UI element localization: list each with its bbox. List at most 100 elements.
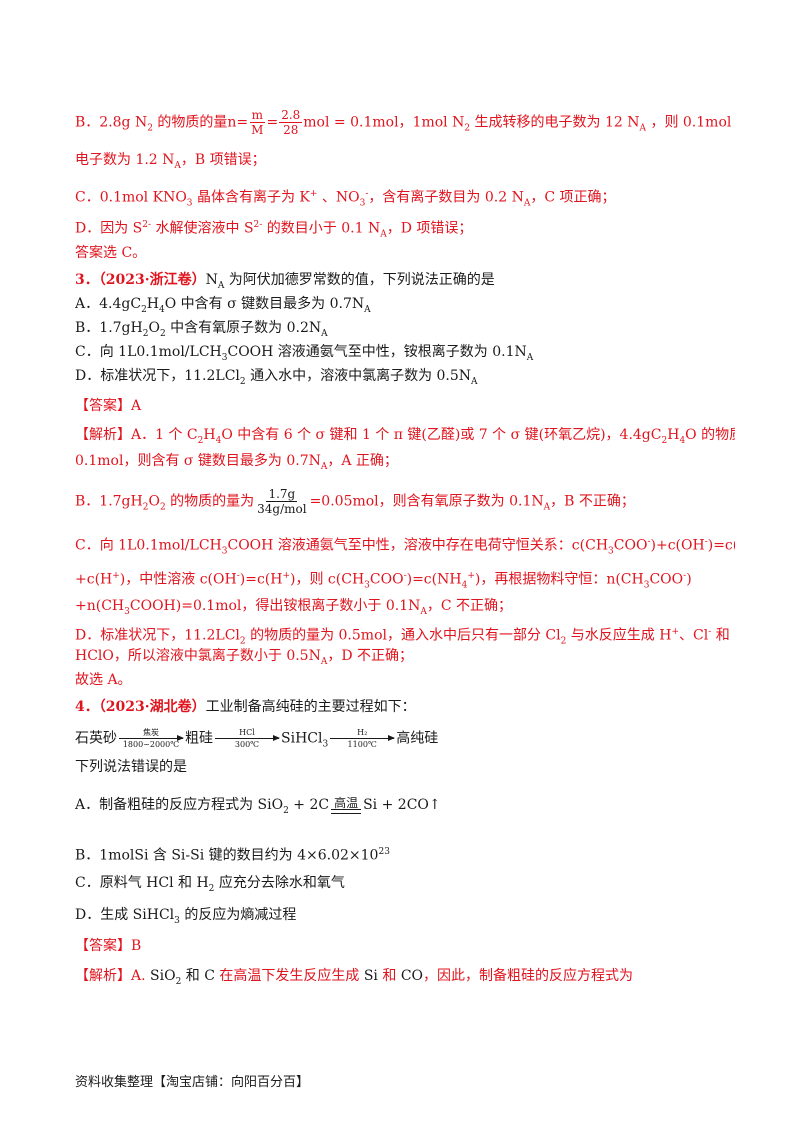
text-segment: 通入水中，溶液中氯离子数为 0.5N (245, 368, 472, 384)
text-line: C．0.1mol KNO3 晶体含有离子为 K+ 、NO3-，含有离子数目为 0… (75, 184, 735, 213)
text-segment: ，D 不正确； (327, 648, 414, 664)
text-segment: Si (363, 968, 378, 984)
text-segment: )，中性溶液 c(OH (119, 571, 237, 588)
text-segment: )=c(H (239, 571, 283, 588)
text-segment: 生成转移的电子数为 12 N (470, 114, 640, 131)
text-segment: A (420, 606, 427, 617)
text-segment: A (526, 352, 534, 363)
text-segment: 2 (560, 636, 567, 647)
text-segment: A (174, 160, 181, 171)
text-segment: C．向 1L0.1mol/LCH (75, 537, 222, 554)
text-segment: 为阿伏加德罗常数的值，下列说法正确的是 (224, 272, 495, 288)
text-line: 【答案】A (75, 396, 735, 416)
text-segment: SiHCl (281, 730, 323, 747)
text-segment: O 的物质的量为 (685, 427, 735, 443)
text-line: 答案选 C。 (75, 243, 735, 263)
text-segment: 粗硅 (185, 730, 213, 747)
text-segment: 2 (239, 636, 246, 647)
text-segment: 3 (174, 915, 180, 926)
text-segment: 3 (643, 580, 650, 591)
text-segment: 4 (679, 435, 686, 446)
text-segment: 的物质的量为 0.5mol，通入水中后只有一部分 Cl (245, 627, 561, 644)
text-segment: +n(CH (75, 598, 125, 614)
text-segment: 、Cl (679, 627, 709, 644)
text-line: D．标准状况下，11.2LCl2 的物质的量为 0.5mol，通入水中后只有一部… (75, 622, 735, 651)
text-segment: 2 (175, 976, 182, 987)
text-line: 4．（2023·湖北卷）工业制备高纯硅的主要过程如下： (75, 697, 735, 717)
text-segment: 高纯硅 (396, 730, 439, 747)
text-segment: 2- (253, 220, 263, 230)
text-segment: + (467, 571, 475, 581)
text-segment: A．制备粗硅的反应方程式为 SiO (75, 797, 284, 813)
text-segment: 2 (208, 883, 215, 894)
text-segment: 水解使溶液中 S (151, 220, 254, 237)
text-segment: D．标准状况下，11.2LCl (75, 627, 240, 644)
text-line: A．4.4gC2H4O 中含有 σ 键数目最多为 0.7NA (75, 294, 735, 320)
text-segment: 3．（2023·浙江卷） (75, 272, 206, 288)
text-segment: 2 (661, 435, 668, 446)
text-segment: - (403, 571, 407, 581)
text-line: D．因为 S2- 水解使溶液中 S2- 的数目小于 0.1 NA，D 项错误； (75, 215, 735, 244)
text-segment: A (639, 123, 647, 134)
text-segment: 2 (239, 376, 246, 387)
text-segment: A (320, 656, 328, 667)
text-segment: 石英砂 (75, 730, 117, 747)
text-segment: 2 (283, 805, 289, 816)
text-segment: 2 (159, 502, 166, 513)
text-line: C．向 1L0.1mol/LCH3COOH 溶液通氨气至中性，铵根离子数为 0.… (75, 342, 735, 368)
text-segment: O (148, 493, 160, 510)
text-segment: 和 (377, 968, 401, 984)
text-segment: 23 (378, 847, 390, 857)
text-segment: A．4.4gC (75, 296, 142, 312)
text-segment: A (217, 280, 225, 291)
text-segment: COOH 溶液通氨气至中性，溶液中存在电荷守恒关系：c(CH (227, 537, 609, 554)
text-segment: H (203, 427, 216, 443)
text-segment: = (266, 114, 279, 131)
text-segment: - (236, 571, 240, 581)
text-segment: 0.1mol，则含有 σ 键数目最多为 0.7N (75, 453, 321, 469)
text-segment: 、NO (317, 189, 360, 206)
text-segment: COO (369, 571, 404, 588)
text-segment: Si + 2CO↑ (363, 797, 441, 813)
text-segment: N (205, 272, 218, 288)
text-segment: 4 (159, 304, 165, 315)
text-segment: - (704, 537, 708, 547)
text-segment: 2 (197, 435, 204, 446)
text-segment: B．1.7gH (75, 493, 143, 510)
text-line: C．向 1L0.1mol/LCH3COOH 溶液通氨气至中性，溶液中存在电荷守恒… (75, 532, 735, 561)
text-segment: 2 (159, 328, 166, 339)
text-segment: 【答案】A (75, 398, 142, 414)
text-segment: O 中含有 σ 键数目最多为 0.7N (164, 296, 365, 312)
reaction-condition: 高温 (331, 797, 362, 814)
text-segment: C．原料气 HCl 和 H (75, 875, 209, 891)
text-segment: - (647, 537, 651, 547)
text-segment: A (523, 198, 531, 209)
text-line: D．标准状况下，11.2LCl2 通入水中，溶液中氯离子数为 0.5NA (75, 366, 735, 392)
text-segment: CO (400, 968, 424, 984)
text-segment: 4．（2023·湖北卷） (75, 699, 206, 715)
text-segment: + (282, 571, 291, 581)
text-segment: + (112, 571, 120, 581)
text-segment: ，A 正确； (327, 453, 398, 469)
text-segment: - (708, 627, 712, 637)
text-segment: 2- (142, 220, 152, 230)
text-segment: ，D 项错误； (386, 220, 473, 237)
text-segment: A (471, 376, 478, 387)
text-segment: D．标准状况下，11.2LCl (75, 368, 240, 384)
text-segment: 的反应为熵减过程 (179, 907, 297, 923)
text-line: 下列说法错误的是 (75, 757, 735, 777)
text-segment: )，再根据物料守恒：n(CH (474, 571, 644, 588)
text-segment: A (321, 328, 328, 339)
text-segment: +c(H (75, 571, 113, 588)
text-segment: COOH)=0.1mol，得出铵根离子数小于 0.1N (129, 598, 421, 614)
text-segment: )=c(NH (707, 537, 735, 554)
